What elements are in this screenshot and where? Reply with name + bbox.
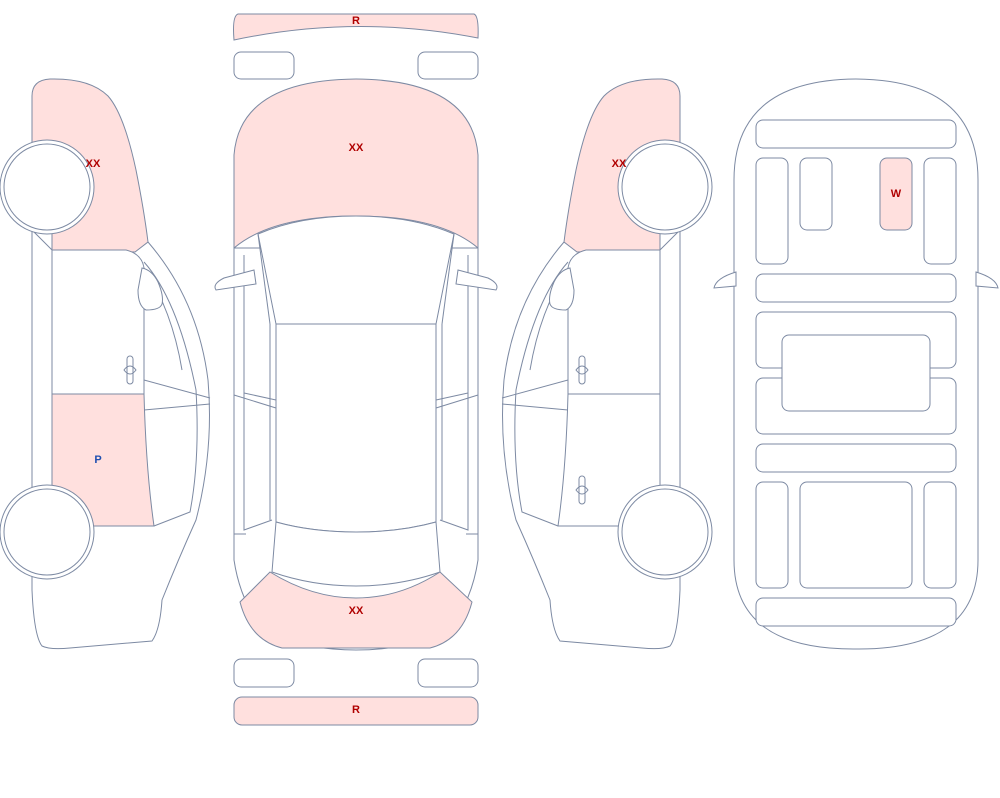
panel-right-mirror[interactable]	[549, 267, 575, 311]
left-side-view: XX P	[0, 78, 211, 650]
panel-rear-bumper[interactable]	[233, 13, 479, 41]
panel-rear-window[interactable]	[271, 521, 441, 587]
panel-front-bumper[interactable]	[233, 696, 479, 726]
under-panel-5[interactable]	[923, 157, 957, 265]
panel-roof[interactable]	[275, 323, 437, 533]
under-panel-6[interactable]	[755, 273, 957, 303]
label-left-rear-door: P	[94, 454, 101, 466]
label-rear-bumper: R	[352, 15, 360, 27]
panel-trunk[interactable]	[239, 571, 473, 649]
panel-front-light-right[interactable]	[417, 658, 479, 688]
underbody-view: W	[713, 78, 999, 650]
right-side-view	[501, 78, 713, 650]
right-door-handle-rear	[578, 475, 586, 505]
panel-left-front-door[interactable]	[51, 249, 145, 395]
right-door-handle-front	[578, 355, 586, 385]
panel-rear-light-right[interactable]	[417, 51, 479, 80]
panel-windshield[interactable]	[257, 215, 455, 325]
panel-rear-light-left[interactable]	[233, 51, 295, 80]
under-panel-w[interactable]	[879, 157, 913, 231]
label-underbody-panel: W	[891, 188, 902, 200]
label-left-front-fender: XX	[86, 158, 101, 170]
panel-left-mirror[interactable]	[137, 267, 163, 311]
under-panel-3[interactable]	[799, 157, 833, 231]
under-panel-14[interactable]	[755, 597, 957, 627]
under-panel-10[interactable]	[755, 443, 957, 473]
top-view: R XX XX R	[214, 13, 498, 726]
under-panel-9[interactable]	[781, 334, 931, 412]
panel-mirror-left[interactable]	[214, 269, 257, 291]
panel-front-light-left[interactable]	[233, 658, 295, 688]
label-right-front-fender: XX	[612, 158, 627, 170]
panel-right-front-door[interactable]	[567, 249, 661, 395]
under-panel-13[interactable]	[923, 481, 957, 589]
under-panel-12[interactable]	[799, 481, 913, 589]
label-trunk: XX	[349, 605, 364, 617]
under-panel-2[interactable]	[755, 157, 789, 265]
under-panel-11[interactable]	[755, 481, 789, 589]
left-door-handle	[126, 355, 134, 385]
label-hood: XX	[349, 142, 364, 154]
under-panel-1[interactable]	[755, 119, 957, 149]
panel-mirror-right[interactable]	[455, 269, 498, 291]
label-front-bumper: R	[352, 704, 360, 716]
